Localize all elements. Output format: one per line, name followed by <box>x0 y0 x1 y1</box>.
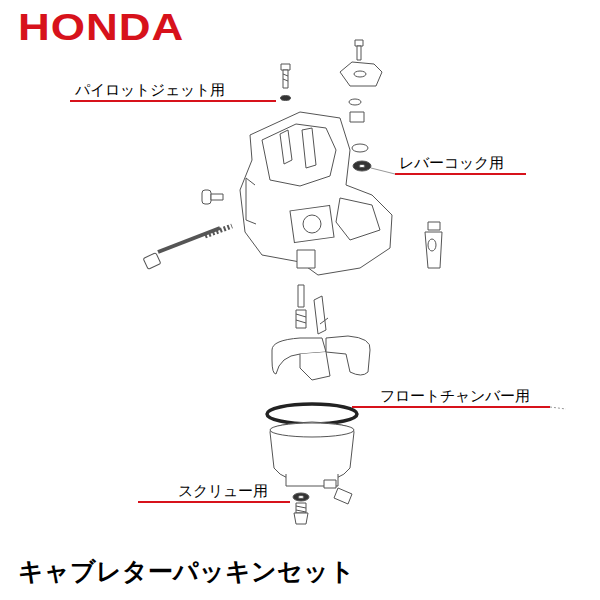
leader-line <box>352 406 550 408</box>
float-chamber <box>267 404 357 504</box>
callout-underlines <box>70 101 550 502</box>
leader-tails <box>371 168 566 409</box>
callout-label: パイロットジェット用 <box>73 82 227 99</box>
leader-line <box>138 501 290 503</box>
callout-label: レバーコック用 <box>397 155 506 172</box>
bowl-screw <box>293 493 309 524</box>
float <box>272 336 370 380</box>
leader-line <box>395 173 526 175</box>
side-screws <box>143 190 232 269</box>
leader-line <box>70 100 276 102</box>
callout-label: スクリュー用 <box>176 483 270 500</box>
callout-label: フロートチャンバー用 <box>378 388 532 405</box>
caption-text: キャブレターパッキンセット <box>18 558 355 586</box>
carburetor-body <box>240 112 392 275</box>
float-needle <box>296 285 328 334</box>
pilot-jet <box>281 64 291 101</box>
brand-logo: HONDA <box>18 8 184 48</box>
side-part <box>425 222 442 268</box>
